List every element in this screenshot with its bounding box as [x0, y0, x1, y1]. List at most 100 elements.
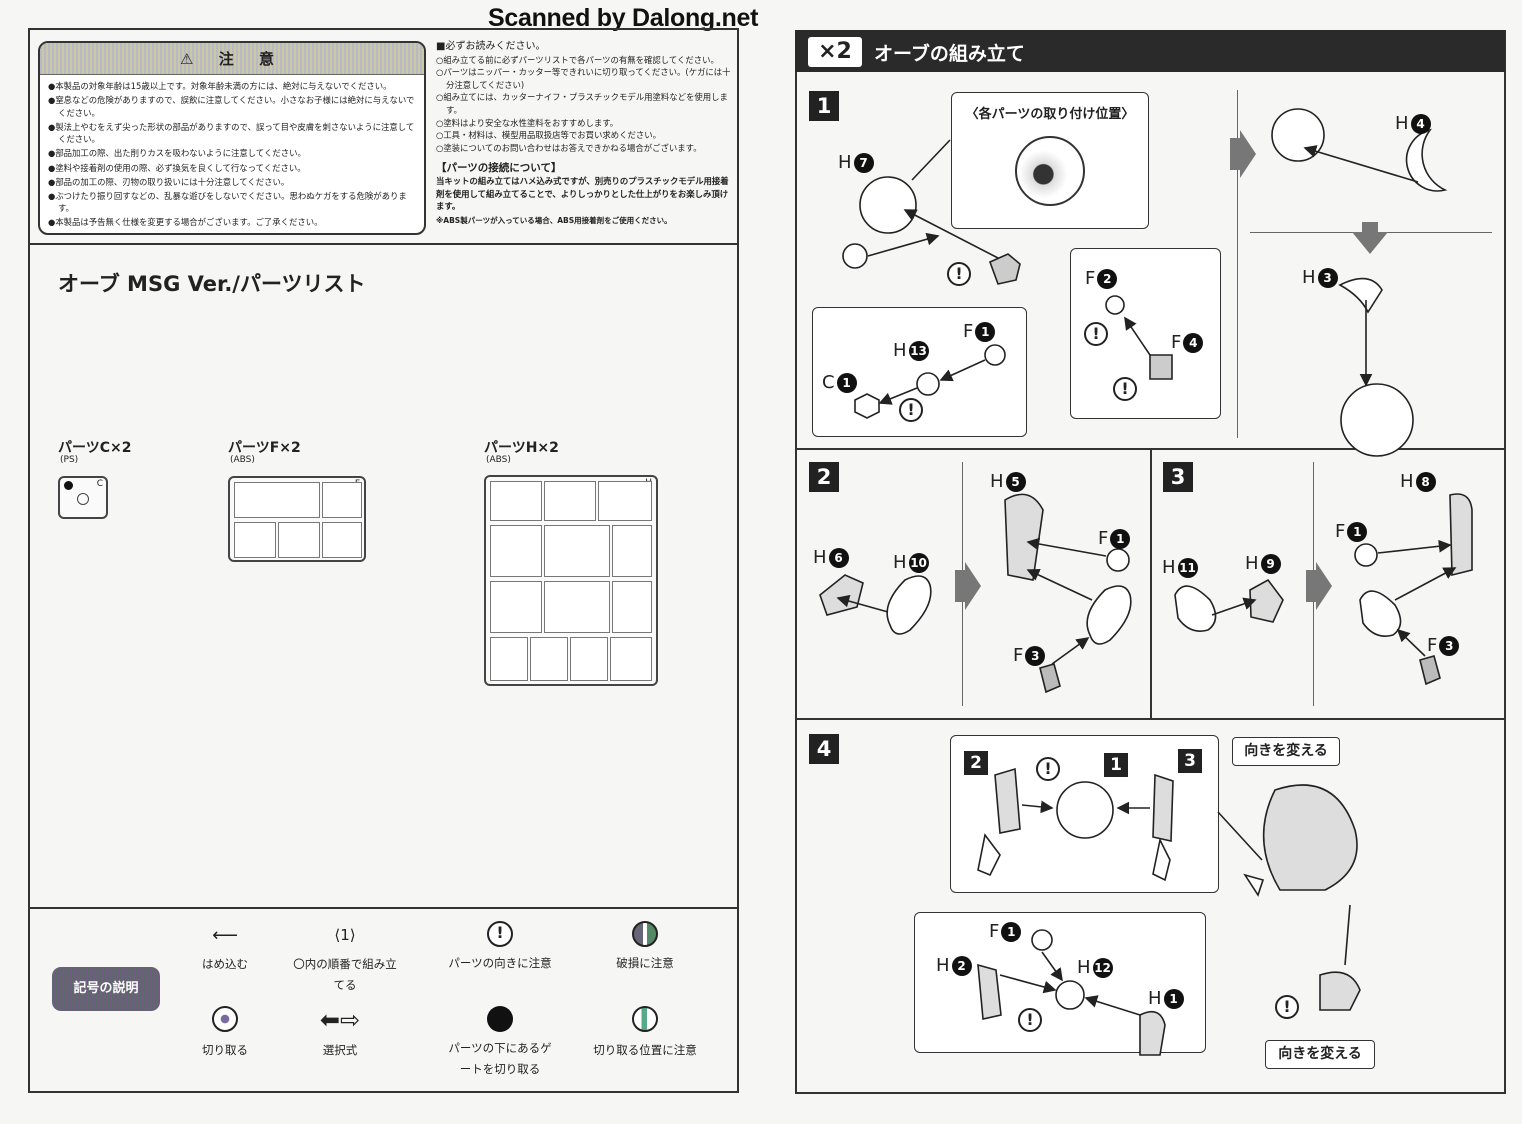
- divider: [795, 718, 1506, 720]
- caution-item: 部品の加工の際、刃物の取り扱いには十分注意してください。: [48, 176, 416, 189]
- legend-label: パーツの向きに注意: [448, 956, 552, 970]
- legend-insert: ⟵ はめ込む: [180, 925, 270, 975]
- caution-item: 窒息などの危険がありますので、誤飲に注意してください。小さなお子様には絶対に与え…: [48, 94, 416, 119]
- arrow-left-icon: ⟵: [212, 925, 238, 946]
- notes: ■必ずお読みください。 組み立てる前に必ずパーツリストで各パーツの有無を確認して…: [436, 41, 736, 227]
- orb-assembled-part: [1340, 383, 1414, 457]
- note-item: 塗料はより安全な水性塗料をおすすめします。: [436, 117, 736, 130]
- legend-orientation: ! パーツの向きに注意: [430, 921, 570, 974]
- caution-title: ⚠ 注 意: [40, 43, 424, 75]
- assembly-header: [795, 30, 1505, 72]
- connect-text: 当キットの組み立てはハメ込み式ですが、別売りのプラスチックモデル用接着剤を使用し…: [436, 175, 729, 212]
- substep-number: 1: [1104, 753, 1128, 777]
- warning-icon: !: [1018, 1008, 1042, 1032]
- runner-c: C: [58, 476, 108, 519]
- orb-cap-part: [1338, 277, 1383, 314]
- assembly-title: オーブの組み立て: [874, 43, 1025, 65]
- legend-damage: 破損に注意: [600, 921, 690, 974]
- parts-list-title: オーブ MSG Ver./パーツリスト: [58, 272, 366, 296]
- gate-cut-icon: [487, 1006, 513, 1032]
- warning-icon: !: [947, 262, 971, 286]
- caution-item: 本製品は予告無く仕様を変更する場合がございます。ご了承ください。: [48, 216, 416, 229]
- runner-letter: C: [96, 479, 103, 489]
- substep-number: 3: [1178, 749, 1202, 773]
- caution-item: 本製品の対象年齢は15歳以上です。対象年齢未満の方には、絶対に与えないでください…: [48, 80, 416, 93]
- divider: [1150, 450, 1152, 718]
- caution-item: 部品加工の際、出た削りカスを吸わないように注意してください。: [48, 147, 416, 160]
- runner-c-material: (PS): [60, 455, 79, 465]
- double-arrow-icon: ⬅⇨: [319, 1006, 361, 1034]
- orb-half-part: [859, 176, 917, 234]
- left-page: [28, 28, 739, 1093]
- caution-item: ぶつけたり振り回すなどの、乱暴な遊びをしないでください。思わぬケガをする危険があ…: [48, 190, 416, 215]
- warning-icon: !: [1275, 995, 1299, 1019]
- runner-f-label: パーツF×2: [228, 440, 301, 456]
- joint-part: [842, 243, 868, 269]
- callout-box: 〈各パーツの取り付け位置〉: [951, 92, 1149, 229]
- runner-c-label: パーツC×2: [58, 440, 132, 456]
- legend-cut: 切り取る: [180, 1006, 270, 1061]
- note-item: 組み立てる前に必ずパーツリストで各パーツの有無を確認してください。: [436, 54, 736, 67]
- turn-label: 向きを変える: [1265, 1040, 1375, 1069]
- cut-position-icon: [632, 1006, 658, 1032]
- note-item: 組み立てには、カッターナイフ・プラスチックモデル用塗料などを使用します。: [436, 91, 736, 116]
- legend-order: ⟨1⟩ 〇内の順番で組み立てる: [290, 925, 400, 996]
- legend-choice: ⬅⇨ 選択式: [295, 1006, 385, 1061]
- legend-label: 選択式: [322, 1043, 358, 1057]
- turn-label: 向きを変える: [1232, 737, 1340, 766]
- orb-part-illustration: [1015, 136, 1085, 206]
- note-item: パーツはニッパー・カッター等できれいに切り取ってください。(ケガには十分注意して…: [436, 66, 736, 91]
- legend-label: 切り取る: [202, 1043, 248, 1057]
- substep-number: 2: [964, 751, 988, 775]
- callout-title: 〈各パーツの取り付け位置〉: [965, 107, 1135, 122]
- legend-label: はめ込む: [202, 957, 248, 971]
- divider: [795, 448, 1506, 450]
- warning-icon: !: [1113, 377, 1137, 401]
- caution-box: ⚠ 注 意 本製品の対象年齢は15歳以上です。対象年齢未満の方には、絶対に与えな…: [38, 41, 426, 235]
- notes-heading: ■必ずお読みください。: [436, 41, 546, 52]
- note-item: 工具・材料は、模型用品取扱店等でお買い求めください。: [436, 129, 736, 142]
- legend-gate: パーツの下にあるゲートを切り取る: [430, 1006, 570, 1080]
- orb-shell-part: [1405, 128, 1448, 192]
- warning-icon: !: [899, 398, 923, 422]
- warning-icon: !: [1084, 322, 1108, 346]
- hexagon-number-icon: ⟨1⟩: [334, 926, 356, 944]
- runner-f-material: (ABS): [230, 455, 255, 465]
- damage-icon: [632, 921, 658, 947]
- multiplier-badge: ×2: [808, 37, 862, 67]
- warning-icon: !: [487, 921, 513, 947]
- watermark: Scanned by Dalong.net: [488, 4, 759, 32]
- legend-divider: [28, 907, 739, 909]
- runner-h: H: [484, 475, 658, 686]
- legend-label: パーツの下にあるゲートを切り取る: [448, 1041, 552, 1076]
- divider: [1237, 90, 1238, 438]
- caution-item: 製法上やむをえず尖った形状の部品がありますので、誤って目や皮膚を刺さないように注…: [48, 121, 416, 146]
- orb-core-part: [1271, 108, 1325, 162]
- legend-label: 〇内の順番で組み立てる: [293, 957, 397, 992]
- note-item: 塗装についてのお問い合わせはお答えできかねる場合がございます。: [436, 142, 736, 155]
- step-number: 3: [1163, 462, 1193, 492]
- caution-item: 塗料や接着剤の使用の際、必ず換気を良くして行なってください。: [48, 162, 416, 175]
- runner-h-material: (ABS): [486, 455, 511, 465]
- legend-label: 切り取る位置に注意: [593, 1043, 697, 1057]
